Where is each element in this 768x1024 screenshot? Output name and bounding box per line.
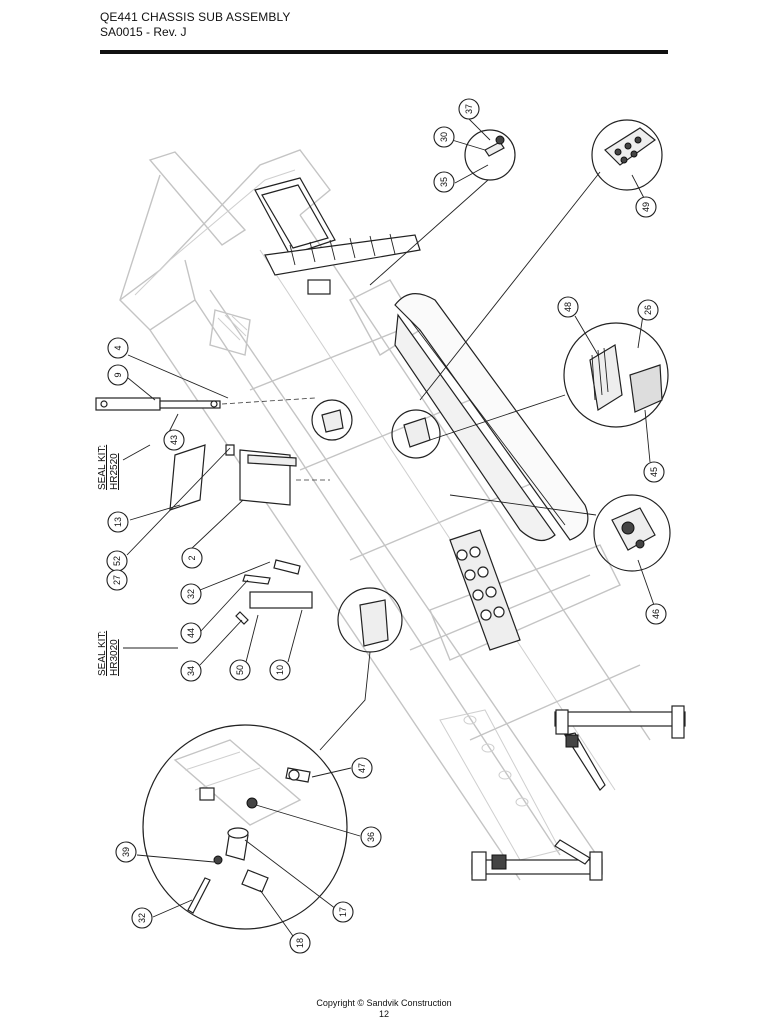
header-rule [100,50,668,54]
seal-kit-label-hr2520: SEAL KIT: HR2520 [97,444,151,490]
page-footer: Copyright © Sandvik Construction 12 [0,998,768,1020]
callout-number: 46 [651,609,661,619]
callout-number: 36 [366,832,376,842]
callout-bubble-47: 47 [351,757,373,779]
detail-circle-fitting [449,494,671,572]
callout-bubble-18: 18 [289,932,311,954]
callout-bubble-44: 44 [180,622,202,644]
callout-number: 13 [113,517,123,527]
detail-circle-manifold [419,119,663,401]
callout-bubble-17: 17 [332,901,354,923]
callout-number: 52 [112,556,122,566]
support-leg-lower [471,839,603,881]
seal-kit-code: HR3020 [109,639,120,676]
callout-number: 32 [137,913,147,923]
page-number: 12 [378,1009,389,1019]
page-title: QE441 CHASSIS SUB ASSEMBLY [100,10,291,24]
callout-bubble-50: 50 [229,659,251,681]
copyright-text: Copyright © Sandvik Construction [316,998,452,1008]
callout-bubble-52: 52 [106,550,128,572]
callout-number: 49 [641,202,651,212]
detail-circle-small-3 [319,587,403,751]
callout-bubble-39: 39 [115,841,137,863]
callout-number: 17 [338,907,348,917]
callout-number: 39 [121,847,131,857]
callout-number: 4 [113,345,123,350]
small-ram [235,559,313,625]
callout-bubble-4: 4 [107,337,129,359]
document-reference: SA0015 - Rev. J [100,25,187,39]
callout-bubble-10: 10 [269,659,291,681]
detail-circle-small-1 [311,399,353,441]
detail-circle-pin [369,129,516,286]
callout-bubble-27: 27 [106,569,128,591]
callout-number: 30 [439,132,449,142]
callout-number: 43 [169,435,179,445]
callout-number: 32 [186,589,196,599]
callout-bubble-34: 34 [180,660,202,682]
seal-plate [169,444,206,511]
seal-kit-label-hr3020: SEAL KIT: HR3020 [97,631,178,676]
callout-number: 37 [464,104,474,114]
chassis-frame-outline [119,149,651,881]
seal-kit-label: SEAL KIT: [97,445,108,490]
callout-number: 35 [439,177,449,187]
callout-number: 45 [649,467,659,477]
hydraulic-ram [95,397,316,411]
callout-bubble-46: 46 [645,603,667,625]
callout-number: 50 [235,665,245,675]
callout-bubble-32: 32 [131,907,153,929]
callout-bubble-36: 36 [360,826,382,848]
callout-number: 9 [113,372,123,377]
grid-panel [449,529,521,651]
callout-number: 2 [187,555,197,560]
callout-number: 47 [357,763,367,773]
detail-circle-pivot [142,724,348,930]
access-platform [254,177,421,295]
seal-kit-label: SEAL KIT: [97,631,108,676]
callout-bubble-43: 43 [163,429,185,451]
callout-bubble-35: 35 [433,171,455,193]
callout-bubble-2: 2 [181,547,203,569]
callout-bubble-48: 48 [557,296,579,318]
detail-circle-valve-bank [429,322,669,441]
conveyor-hopper [394,293,589,541]
callout-number: 48 [563,302,573,312]
bracket-box [225,444,330,506]
callout-number: 27 [112,575,122,585]
callout-bubble-32: 32 [180,583,202,605]
callout-bubble-37: 37 [458,98,480,120]
callout-bubble-9: 9 [107,364,129,386]
callout-bubble-26: 26 [637,299,659,321]
seal-kit-code: HR2520 [109,453,120,490]
callout-bubble-13: 13 [107,511,129,533]
callout-bubble-30: 30 [433,126,455,148]
callout-number: 44 [186,628,196,638]
callout-bubble-49: 49 [635,196,657,218]
callout-number: 26 [643,305,653,315]
callout-number: 10 [275,665,285,675]
callout-number: 34 [186,666,196,676]
callout-number: 18 [295,938,305,948]
support-leg-upper [554,705,686,791]
detail-circle-small-2 [391,409,441,459]
leader-lines [126,117,656,944]
callout-bubble-45: 45 [643,461,665,483]
